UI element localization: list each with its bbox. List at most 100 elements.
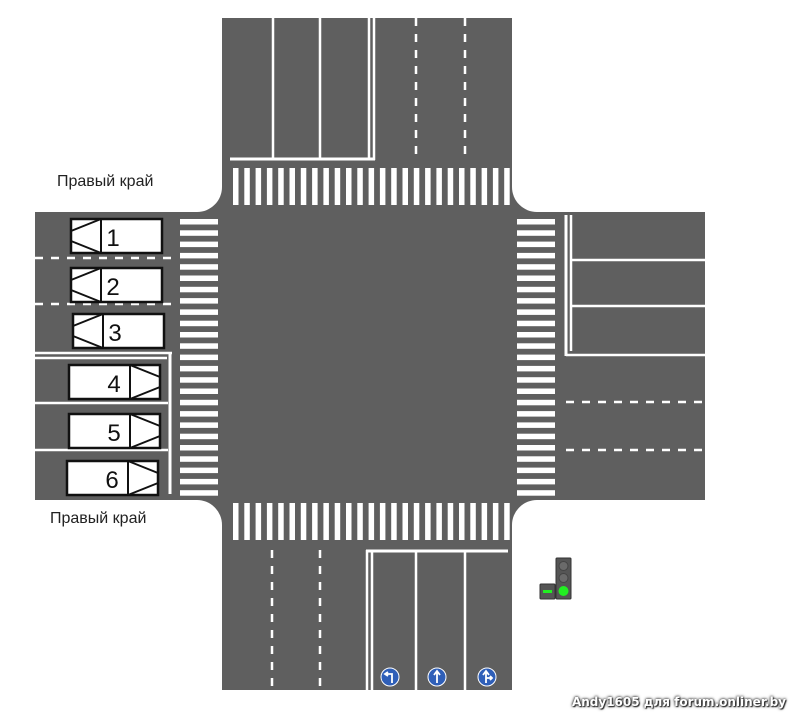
- crosswalk-stripe: [447, 503, 454, 540]
- crosswalk-stripe: [517, 252, 555, 259]
- crosswalk-stripe: [481, 503, 488, 540]
- crosswalk-stripe: [180, 241, 218, 248]
- crosswalk-stripe: [391, 503, 397, 540]
- vehicle-number: 2: [106, 274, 119, 301]
- crosswalk-stripe: [346, 503, 352, 540]
- crosswalk-stripe: [312, 168, 318, 205]
- crosswalk-stripe: [517, 365, 555, 372]
- watermark: Andy1605 для forum.onliner.by: [571, 695, 786, 709]
- crosswalk-stripe: [180, 275, 218, 281]
- crosswalk-stripe: [180, 309, 218, 315]
- crosswalk-stripe: [180, 298, 218, 304]
- crosswalk-stripe: [180, 332, 218, 338]
- crosswalk-stripe: [180, 219, 218, 225]
- crosswalk-stripe: [180, 343, 218, 349]
- crosswalk-stripe: [492, 168, 499, 205]
- crosswalk-stripe: [368, 168, 375, 205]
- crosswalk-stripe: [180, 478, 218, 485]
- vehicle-4: 4: [67, 363, 162, 401]
- crosswalk-stripe: [346, 168, 352, 205]
- crosswalk-stripe: [425, 168, 431, 205]
- crosswalk-stripe: [368, 503, 375, 540]
- crosswalk-stripe: [357, 168, 363, 205]
- crosswalk-stripe: [180, 445, 218, 451]
- crosswalk-stripe: [379, 168, 386, 205]
- crosswalk-stripe: [180, 456, 218, 462]
- crosswalk-stripe: [180, 320, 218, 327]
- vehicle-1: 1: [69, 217, 164, 255]
- crosswalk-stripe: [517, 478, 555, 485]
- crosswalk-stripe: [517, 343, 555, 349]
- crosswalk-stripe: [334, 168, 341, 205]
- crosswalk-stripe: [517, 219, 555, 225]
- crosswalk-stripe: [481, 168, 488, 205]
- crosswalk-stripe: [517, 411, 555, 417]
- crosswalk-stripe: [517, 298, 555, 304]
- crosswalk-stripe: [517, 264, 555, 270]
- crosswalk-stripe: [233, 168, 239, 205]
- crosswalk-stripe: [180, 286, 218, 293]
- crosswalk-stripe: [517, 422, 555, 428]
- crosswalk-stripe: [517, 332, 555, 338]
- crosswalk-stripe: [517, 399, 555, 406]
- crosswalk-stripe: [255, 168, 262, 205]
- crosswalk-stripe: [517, 456, 555, 462]
- crosswalk-stripe: [180, 354, 218, 361]
- lane-signs: [380, 667, 497, 687]
- vehicle-5: 5: [67, 412, 162, 450]
- vehicle-number: 1: [106, 225, 119, 252]
- crosswalk-stripe: [470, 503, 476, 540]
- crosswalk-stripe: [459, 168, 465, 205]
- crosswalk-stripe: [244, 503, 250, 540]
- crosswalk-stripe: [436, 503, 442, 540]
- crosswalk-stripe: [323, 503, 329, 540]
- straight-sign-icon: [427, 667, 447, 687]
- vehicle-number: 5: [107, 420, 120, 447]
- vehicle-2: 2: [69, 266, 164, 304]
- crosswalk-stripe: [180, 377, 218, 383]
- crosswalk-stripe: [300, 503, 307, 540]
- crosswalk-stripe: [180, 411, 218, 417]
- crosswalk-stripe: [180, 399, 218, 406]
- right-edge-label-bottom: Правый край: [50, 510, 147, 527]
- crosswalk-stripe: [517, 230, 555, 236]
- crosswalk-stripe: [517, 354, 555, 361]
- crosswalk-stripe: [402, 503, 408, 540]
- turn-left-sign-icon: [380, 667, 400, 687]
- crosswalk-stripe: [180, 467, 218, 474]
- crosswalk-stripe: [180, 388, 218, 394]
- crosswalk-stripe: [244, 168, 250, 205]
- vehicle-number: 6: [105, 467, 118, 494]
- vehicle-3: 3: [71, 312, 166, 350]
- crosswalk-stripe: [517, 490, 555, 496]
- crosswalk-stripe: [517, 445, 555, 451]
- crosswalk-stripe: [233, 503, 239, 540]
- crosswalk-stripe: [517, 275, 555, 281]
- crosswalk-stripe: [413, 168, 420, 205]
- crosswalk-stripe: [447, 168, 454, 205]
- crosswalk-stripe: [504, 168, 510, 205]
- crosswalk-stripe: [289, 503, 295, 540]
- crosswalk-stripe: [180, 252, 218, 259]
- crosswalk-stripe: [517, 309, 555, 315]
- crosswalk-stripe: [517, 377, 555, 383]
- crosswalk-stripe: [278, 503, 284, 540]
- crosswalk-stripe: [517, 467, 555, 474]
- crosswalk-stripe: [413, 503, 420, 540]
- crosswalk-stripe: [357, 503, 363, 540]
- crosswalk-stripe: [402, 168, 408, 205]
- crosswalk-stripe: [180, 264, 218, 270]
- crosswalk-stripe: [180, 490, 218, 496]
- vehicle-6: 6: [65, 459, 160, 497]
- crosswalk-stripe: [436, 168, 442, 205]
- crosswalk-stripe: [504, 503, 510, 540]
- vehicle-number: 4: [107, 371, 120, 398]
- crosswalk-stripe: [470, 168, 476, 205]
- crosswalk-stripe: [289, 168, 295, 205]
- crosswalk-stripe: [517, 388, 555, 394]
- crosswalk-stripe: [266, 168, 273, 205]
- crosswalk-stripe: [459, 503, 465, 540]
- crosswalk-stripe: [517, 286, 555, 293]
